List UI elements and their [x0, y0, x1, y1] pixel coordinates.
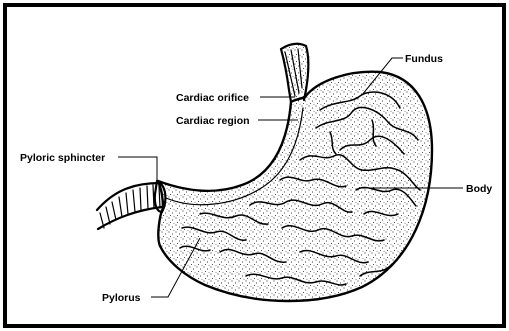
label-cardiac-orifice: Cardiac orifice [176, 92, 249, 104]
label-pyloric-sphincter: Pyloric sphincter [20, 152, 105, 164]
label-pylorus: Pylorus [102, 292, 141, 304]
label-body: Body [466, 183, 492, 195]
label-cardiac-region: Cardiac region [176, 115, 250, 127]
label-fundus: Fundus [405, 53, 443, 65]
